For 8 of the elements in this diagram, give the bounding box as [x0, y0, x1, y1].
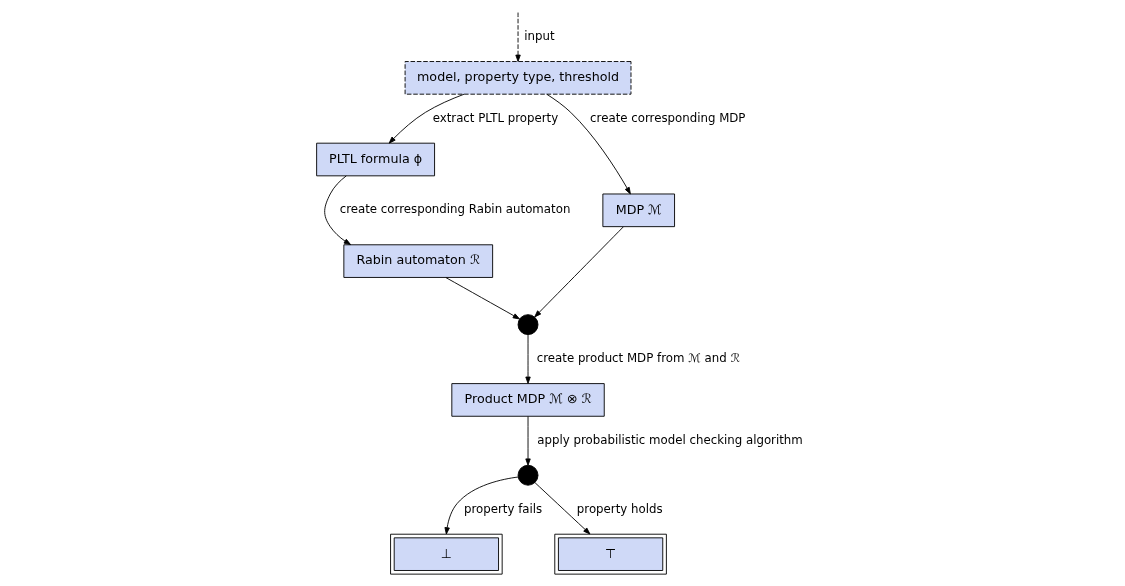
edge-label: apply probabilistic model checking algorithm: [537, 432, 803, 447]
edge-label: property fails: [464, 501, 543, 516]
edge-label: input: [524, 29, 555, 44]
edge-label: create product MDP from ℳ and ℛ: [536, 351, 740, 366]
edge-label: property holds: [576, 501, 663, 516]
edge-label: create corresponding Rabin automaton: [339, 202, 571, 217]
edge-label: extract PLTL property: [432, 110, 559, 125]
edge-label: create corresponding MDP: [590, 110, 746, 125]
